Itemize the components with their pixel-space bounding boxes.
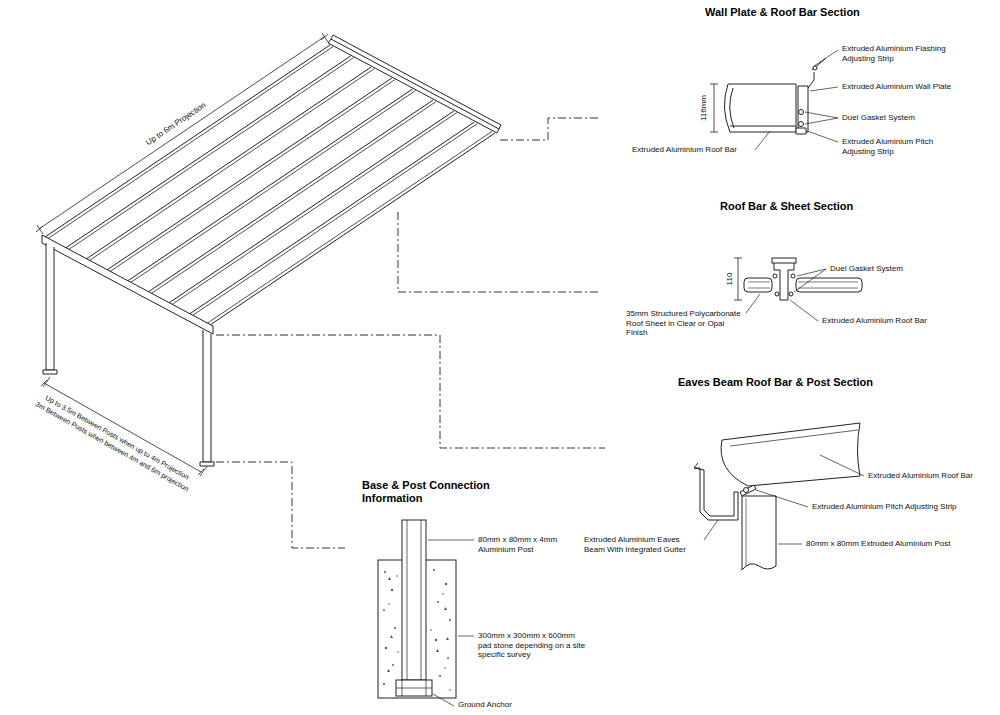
base-section [378,520,474,706]
link-line [398,212,600,292]
roof-bar-profile [774,262,794,300]
dimension-label: 110 [725,273,735,286]
section-title: Roof Bar & Sheet Section [720,200,853,213]
link-line [216,335,605,448]
roof-bars [45,45,495,325]
speckle [437,601,439,603]
ground-anchor [396,680,432,696]
post-profile [402,520,426,680]
post [203,330,211,462]
part-label: Extruded Aluminium Roof Bar [632,145,737,155]
canopy-view [36,33,501,476]
dimension-note: Up to 3.5m Between Posts when up to 4m P… [43,394,190,482]
part-label: 35mm Structured Polycarbonate Roof Sheet… [626,309,744,338]
pitch-pin [744,488,749,493]
roof-sheet [744,278,772,292]
wall-plate-profile [798,86,808,132]
post-profile [742,496,776,570]
post-detail [746,498,747,566]
dimension-line [36,33,328,234]
link-line [216,462,345,548]
gasket [799,122,804,127]
leader-line [428,540,474,706]
part-label: 80mm x 80mm x 4mm Aluminium Post [478,535,562,554]
speckle [388,603,390,605]
gasket [791,274,795,278]
roof-sheet [796,278,862,292]
roof-bar-profile [721,423,860,486]
speckle [396,575,398,577]
section-links [216,118,605,548]
anchor-detail [396,680,432,696]
pitch-strip [796,128,806,134]
section-title: Eaves Beam Roof Bar & Post Section [678,376,873,389]
section-title: Base & Post Connection Information [362,479,532,505]
part-label: Extruded Aluminium Eaves Beam With Integ… [584,535,702,554]
flashing-end [813,66,817,70]
dimension-label: Up to 6m Projection [144,100,208,147]
post [46,243,54,370]
part-label: Extruded Aluminium Roof Bar [868,471,973,481]
roof-bar-profile [724,84,796,132]
speckle [391,589,393,591]
speckle [397,651,399,653]
gutter-beam [694,468,738,520]
speckle [449,619,451,621]
dimension-label: 116mm [699,95,709,121]
gasket [775,292,779,296]
flashing [331,35,501,129]
speckle [444,667,446,669]
roof-bar-cap [772,258,796,263]
part-label: 80mm x 80mm Extruded Aluminium Post [806,539,951,549]
speckle [435,639,437,641]
post-wall [407,520,421,680]
dimension-line [710,84,718,132]
part-label: 300mm x 300mm x 600mm pad stone dependin… [478,631,590,660]
speckle [430,629,432,631]
gasket [799,110,804,115]
flashing-strip [808,58,826,88]
eaves-beam [42,235,213,334]
part-label: Ground Anchor [458,700,512,710]
part-label: Extruded Aluminium Flashing Adjusting St… [842,44,946,63]
speckle [384,571,386,573]
wall-plate [328,39,499,133]
wall-plate-section [710,50,838,150]
link-line [500,118,600,140]
roof-bar-detail [730,88,796,128]
gasket [789,292,793,296]
speckle [449,689,451,691]
part-label: Duel Gasket System [830,264,903,274]
speckle [445,583,447,585]
leader-line [746,269,826,321]
leader-line [704,455,864,544]
part-label: Extruded Aluminium Roof Bar [822,316,927,326]
speckle [447,657,449,659]
pitch-strip [740,485,756,496]
part-label: Extruded Aluminium Pitch Adjusting Strip [812,502,957,512]
part-label: Duel Gasket System [842,113,915,123]
part-label: Extruded Aluminium Wall Plate [842,82,951,92]
dimension-note: 3m Between Posts when between 4m and 6m … [34,400,190,493]
speckle [383,683,385,685]
gasket [773,274,777,278]
part-label: Extruded Aluminium Pitch Adjusting Strip [842,137,946,156]
speckle [439,675,441,677]
speckle [394,627,396,629]
dimension-line [41,377,207,476]
gutter-lip [694,463,698,468]
speckle [442,593,444,595]
speckle [383,609,385,611]
leader-line [755,50,838,150]
speckle [385,647,387,649]
sheet-detail [748,282,858,288]
dimension-line [734,258,742,300]
speckle [433,569,435,571]
speckle [392,664,394,666]
roof-bar-detail [730,430,858,446]
section-title: Wall Plate & Roof Bar Section [705,6,860,19]
